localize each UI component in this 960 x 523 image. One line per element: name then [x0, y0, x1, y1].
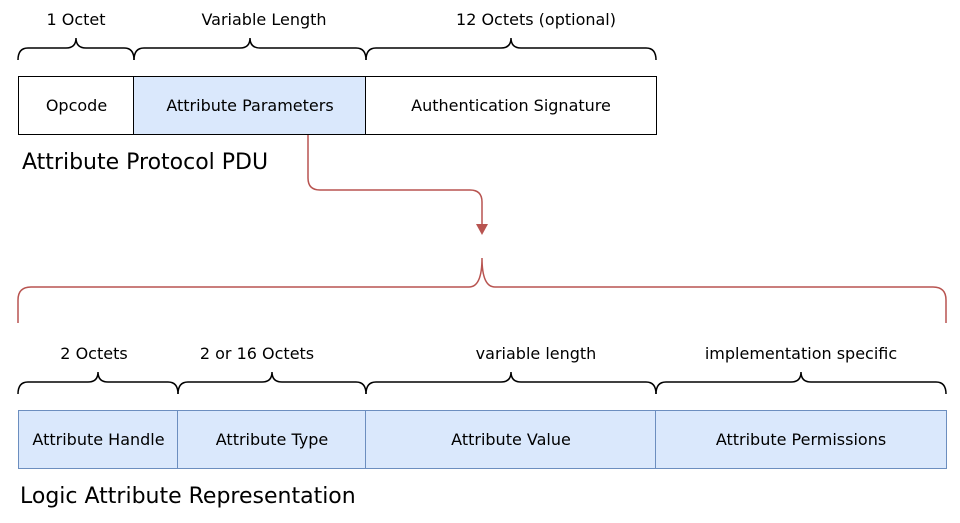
- attribute-field-type: Attribute Type: [177, 410, 367, 469]
- brace-authentication-signature: [365, 37, 657, 61]
- pdu-field-attribute-parameters: Attribute Parameters: [133, 76, 367, 135]
- size-label-attribute-permissions: implementation specific: [704, 344, 898, 363]
- size-label-opcode: 1 Octet: [46, 10, 106, 29]
- pdu-caption: Attribute Protocol PDU: [22, 150, 269, 175]
- brace-opcode: [17, 37, 135, 61]
- attribute-field-value: Attribute Value: [365, 410, 657, 469]
- pdu-field-authentication-signature: Authentication Signature: [365, 76, 657, 135]
- size-label-attribute-value: variable length: [475, 344, 597, 363]
- size-label-attribute-parameters: Variable Length: [201, 10, 327, 29]
- attribute-caption: Logic Attribute Representation: [20, 484, 356, 509]
- expansion-brace: [17, 257, 947, 323]
- brace-attribute-permissions: [655, 371, 947, 395]
- expansion-connector: [307, 134, 483, 225]
- size-label-attribute-handle: 2 Octets: [60, 344, 128, 363]
- attribute-field-handle: Attribute Handle: [18, 410, 179, 469]
- pdu-field-opcode: Opcode: [18, 76, 135, 135]
- connector-arrowhead: [476, 224, 488, 235]
- brace-attribute-type: [177, 371, 367, 395]
- attribute-field-permissions: Attribute Permissions: [655, 410, 947, 469]
- size-label-authentication-signature: 12 Octets (optional): [456, 10, 616, 29]
- brace-attribute-value: [365, 371, 657, 395]
- size-label-attribute-type: 2 or 16 Octets: [199, 344, 315, 363]
- brace-attribute-parameters: [133, 37, 367, 61]
- brace-attribute-handle: [17, 371, 179, 395]
